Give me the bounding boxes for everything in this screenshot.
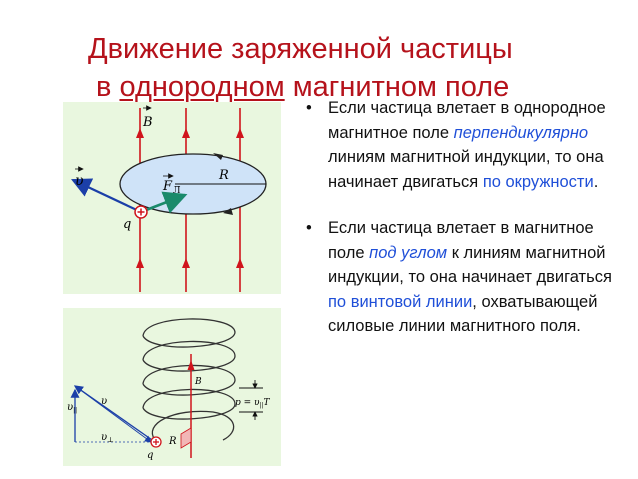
slide-title: Движение заряженной частицы в однородном… [88,30,608,106]
bullet-emphasis: перпендикулярно [453,123,589,142]
bullet-marker: • [306,219,312,237]
lorentz-force-vector [140,191,188,214]
title-line-1: Движение заряженной частицы [88,33,513,65]
bullet-text: , охватывающей силовые линии магнитного … [328,292,598,336]
figure-helical-motion: p = υ||T υ|| υ υ⊥ B R q [63,308,281,466]
label-B: B [194,377,202,387]
label-F-subscript: Л [173,186,181,196]
bullet-text: Если частица влетает в магнитное поле [328,219,594,262]
circular-motion-diagram: B υ F Л R q [71,105,267,292]
bullet-marker: • [306,99,312,117]
bullet-text: линиям магнитной индукции, то она начина… [328,148,604,191]
bullet-highlight: по винтовой линии [328,292,473,311]
label-R: R [168,436,177,447]
title-line-2-prefix: в [96,71,120,103]
helical-motion-diagram: p = υ||T υ|| υ υ⊥ B R q [67,318,271,461]
pitch-dimension [239,380,263,420]
label-B: B [142,115,153,130]
bullet-list: • Если частица влетает в однородное магн… [304,96,624,339]
label-v: υ [101,396,107,407]
velocity-perpendicular-vector [74,385,152,443]
title-line-2: в однородном магнитном поле [88,68,608,106]
bullet-text: к линиям магнитной индукции, то она начи… [328,243,612,287]
bullet-perpendicular: • Если частица влетает в однородное магн… [304,96,624,194]
label-q: q [147,450,153,461]
figure-circular-motion: B υ F Л R q [63,102,281,294]
bullet-text: Если частица влетает в однородное магнит… [328,99,606,142]
velocity-vector [71,178,142,213]
bullet-text: . [593,172,599,191]
label-F: F [162,179,173,194]
title-line-2-suffix: магнитном поле [284,71,510,103]
helix-coils [142,318,236,441]
title-underlined-word: однородном [119,71,285,103]
label-pitch: p = υ||T [235,398,271,409]
label-v-parallel: υ|| [67,402,77,414]
label-R: R [218,168,229,183]
label-q: q [123,217,131,232]
bullet-emphasis: под углом [369,243,448,262]
bullet-at-angle: • Если частица влетает в магнитное поле … [304,216,624,339]
label-v: υ [75,173,84,189]
label-v-perp: υ⊥ [101,432,114,444]
bullet-highlight: по окружности [482,172,594,191]
